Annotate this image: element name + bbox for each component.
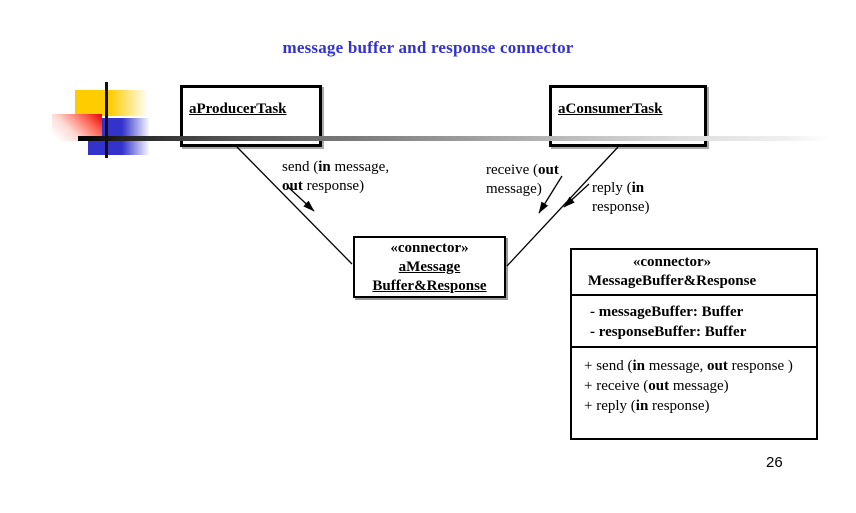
message-buffer-connector-box: «connector» aMessage Buffer&Response bbox=[353, 236, 506, 298]
horizontal-gradient-line bbox=[78, 136, 830, 141]
connector-name-line2: Buffer&Response bbox=[372, 278, 487, 294]
operation-reply: + reply (in response) bbox=[584, 398, 710, 414]
connector-class-box: «connector» MessageBuffer&Response - mes… bbox=[570, 248, 818, 440]
attribute-message-buffer: - messageBuffer: Buffer bbox=[590, 304, 744, 320]
reply-message-label: reply (in response) bbox=[592, 180, 650, 215]
reply-arrow bbox=[563, 183, 590, 208]
operation-receive: + receive (out message) bbox=[584, 378, 729, 394]
attribute-response-buffer: - responseBuffer: Buffer bbox=[590, 324, 747, 340]
class-name: MessageBuffer&Response bbox=[587, 273, 757, 289]
decoration-vertical-line bbox=[105, 82, 108, 158]
class-operations: + send (in message, out response ) + rec… bbox=[572, 348, 816, 416]
connector-stereotype: «connector» bbox=[390, 240, 469, 256]
decoration-yellow-square bbox=[75, 90, 148, 116]
consumer-task-label: aConsumerTask bbox=[558, 101, 663, 117]
class-header: «connector» MessageBuffer&Response bbox=[572, 250, 816, 296]
class-stereotype: «connector» bbox=[632, 254, 712, 270]
class-attributes: - messageBuffer: Buffer - responseBuffer… bbox=[572, 296, 816, 348]
connector-name-line1: aMessage bbox=[398, 259, 461, 275]
send-message-label: send (in message, out response) bbox=[282, 159, 390, 194]
receive-message-label: receive (out message) bbox=[486, 162, 559, 197]
operation-send: + send (in message, out response ) bbox=[584, 358, 793, 374]
slide-title: message buffer and response connector bbox=[282, 38, 574, 57]
page-number: 26 bbox=[766, 454, 783, 471]
producer-task-label: aProducerTask bbox=[189, 101, 287, 117]
